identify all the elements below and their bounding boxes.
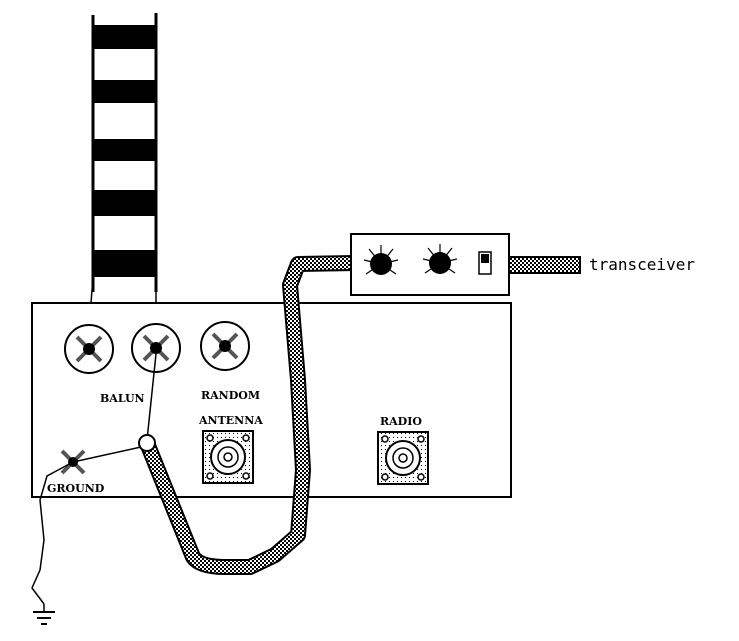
label-radio: RADIO: [380, 415, 422, 428]
knob-icon: [363, 245, 399, 275]
balun-post-left: [64, 324, 114, 374]
label-random: RANDOM: [201, 389, 260, 402]
jumper-ring: [138, 434, 156, 452]
ground-jumper-wire: [72, 446, 142, 463]
ground-symbol-icon: [33, 604, 55, 625]
tuner-box: [31, 302, 512, 498]
ladder-line: [87, 13, 158, 343]
random-wire-post: [200, 321, 250, 371]
label-balun: BALUN: [100, 392, 145, 405]
balun-jumper-wire: [146, 353, 157, 441]
label-transceiver: transceiver: [589, 255, 695, 274]
label-antenna: ANTENNA: [198, 414, 263, 427]
transceiver-coax: [508, 256, 581, 274]
radio-connector: [377, 431, 429, 485]
label-ground: GROUND: [47, 482, 105, 495]
balun-post-right: [131, 323, 181, 373]
knob-icon: [422, 244, 458, 274]
antenna-connector: [202, 430, 254, 484]
ground-lead: [31, 461, 74, 605]
toggle-switch-icon: [478, 251, 492, 275]
